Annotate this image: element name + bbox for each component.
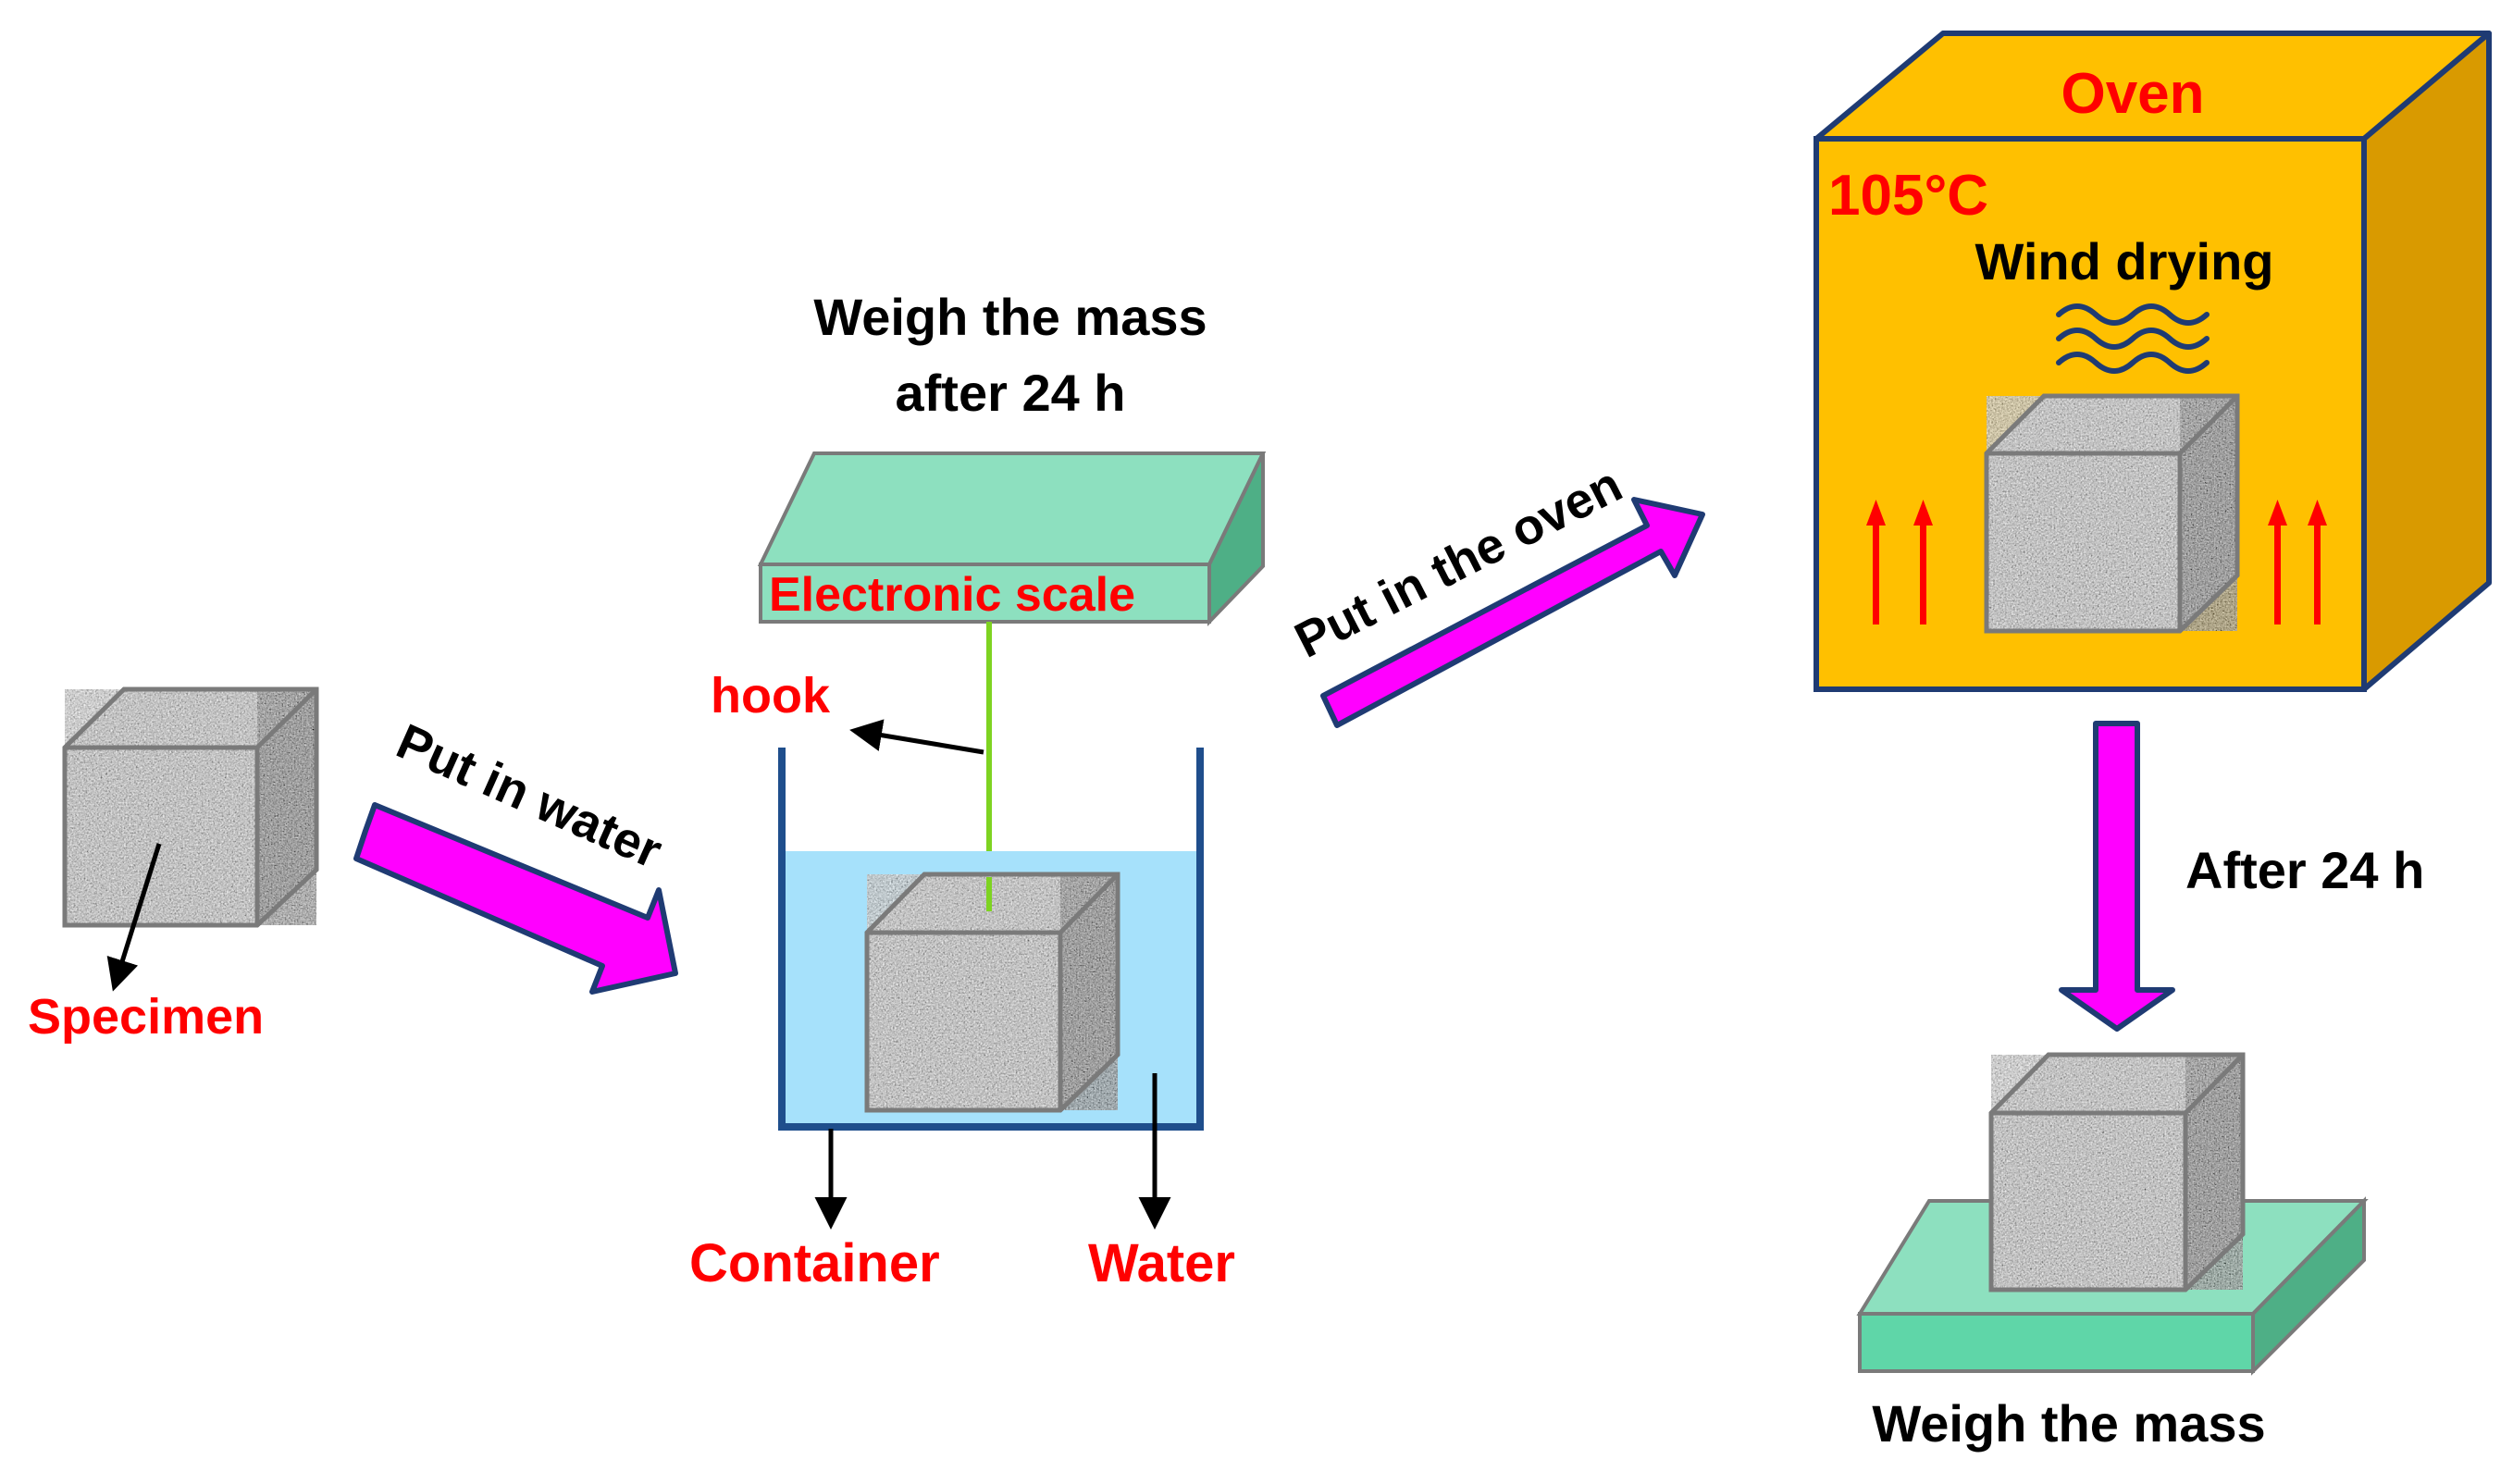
oven	[1814, 31, 2492, 692]
weigh-the-mass-label: Weigh the mass	[1872, 1394, 2265, 1453]
weigh-mass-label-line1: Weigh the mass	[813, 288, 1207, 346]
oven-specimen-cube	[1984, 393, 2240, 634]
electronic-scale-label: Electronic scale	[769, 568, 1135, 622]
weigh-mass-label-line2: after 24 h	[896, 364, 1126, 422]
hook-label: hook	[711, 668, 831, 723]
electronic-scale	[757, 451, 1267, 626]
heat-arrows-right	[2268, 500, 2327, 625]
wind-icon	[2056, 303, 2210, 374]
wind-drying-label: Wind drying	[1974, 232, 2273, 291]
oven-label: Oven	[2061, 62, 2204, 126]
submerged-specimen-cube	[864, 872, 1120, 1113]
temperature-label: 105°C	[1828, 164, 1988, 228]
after-24h-arrow	[2059, 721, 2175, 1032]
container-label: Container	[689, 1233, 940, 1293]
specimen-label: Specimen	[28, 989, 264, 1045]
specimen-pointer-arrow	[106, 843, 162, 992]
after-24h-label: After 24 h	[2185, 841, 2424, 899]
final-specimen-cube	[1988, 1052, 2246, 1292]
hook-pointer-arrow	[849, 719, 984, 755]
put-in-oven-arrow	[1320, 497, 1705, 728]
heat-arrows-left	[1866, 500, 1933, 625]
specimen-cube	[62, 686, 319, 928]
put-in-water-arrow	[353, 802, 678, 995]
water-label: Water	[1088, 1233, 1235, 1293]
